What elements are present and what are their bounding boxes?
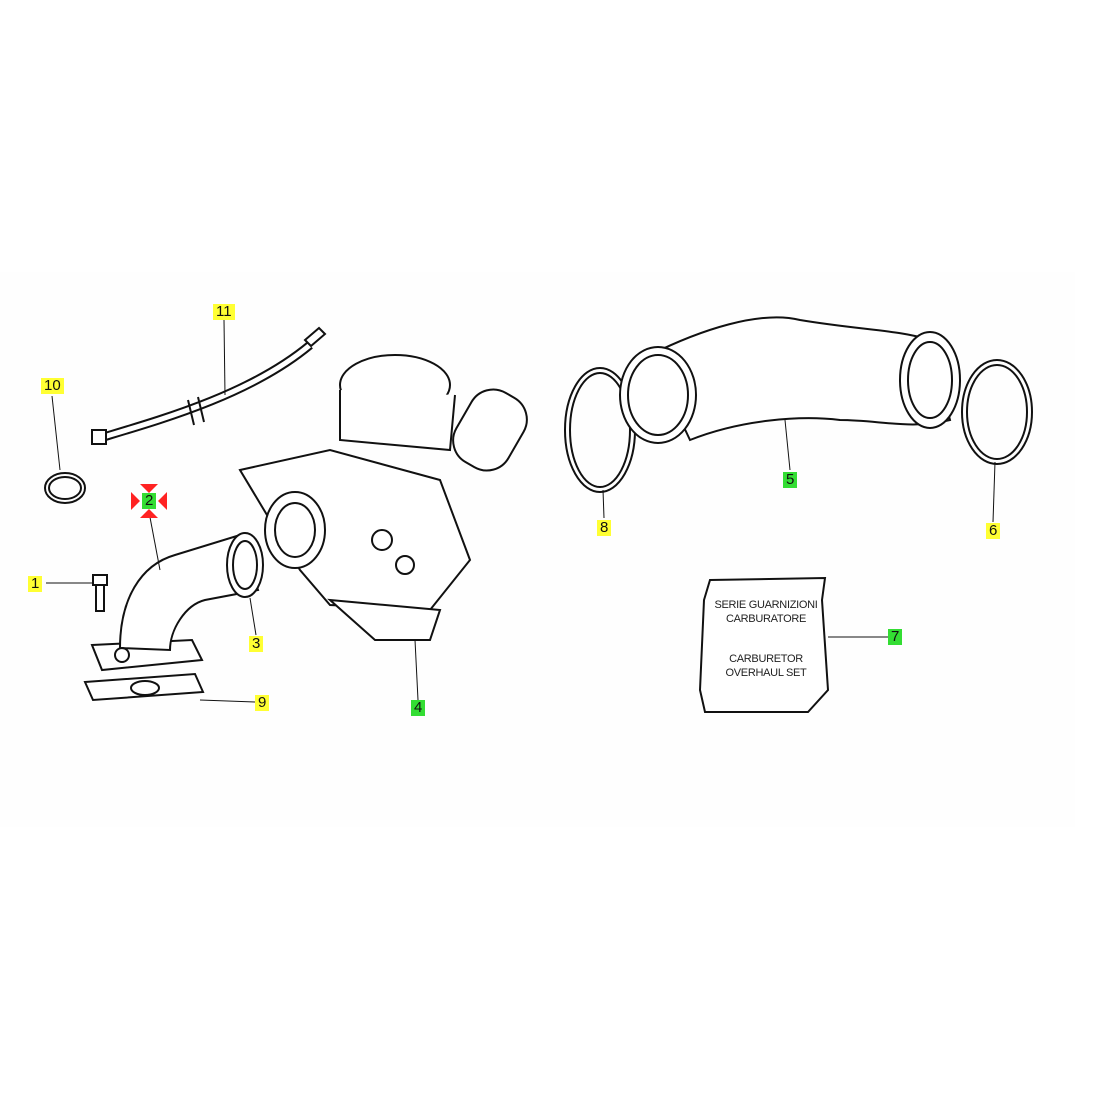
callout-2[interactable]: 2 [142,493,157,509]
carburetor-part-4[interactable] [238,354,536,641]
callout-6[interactable]: 6 [986,523,1001,539]
air-duct-part-5[interactable] [619,316,961,444]
overhaul-kit-label: SERIE GUARNIZIONI CARBURATORE CARBURETOR… [712,598,820,680]
callout-5[interactable]: 5 [783,472,798,488]
selection-marker [131,484,167,518]
kit-label-en-1: CARBURETOR [729,653,803,665]
kit-label-it-1: SERIE GUARNIZIONI [714,599,818,611]
callout-10[interactable]: 10 [41,378,64,394]
callout-9[interactable]: 9 [255,695,270,711]
intake-manifold-part-3[interactable] [90,532,264,672]
callout-11[interactable]: 11 [213,304,235,320]
callout-4[interactable]: 4 [411,700,426,716]
callout-7[interactable]: 7 [888,629,903,645]
kit-label-it-2: CARBURATORE [725,613,807,625]
fuel-hose-part-11[interactable] [91,326,327,445]
leader-lines [46,319,996,703]
callout-1[interactable]: 1 [28,576,43,592]
callout-3[interactable]: 3 [249,636,264,652]
bolt-part-1[interactable] [92,574,108,612]
kit-label-en-2: OVERHAUL SET [725,667,807,679]
overhaul-kit-bag-part-7[interactable] [698,576,830,713]
clamp-part-6[interactable] [961,359,1033,465]
callout-8[interactable]: 8 [597,520,612,536]
hose-clamp-part-10[interactable] [44,472,86,504]
gasket-part-9[interactable] [83,672,205,702]
